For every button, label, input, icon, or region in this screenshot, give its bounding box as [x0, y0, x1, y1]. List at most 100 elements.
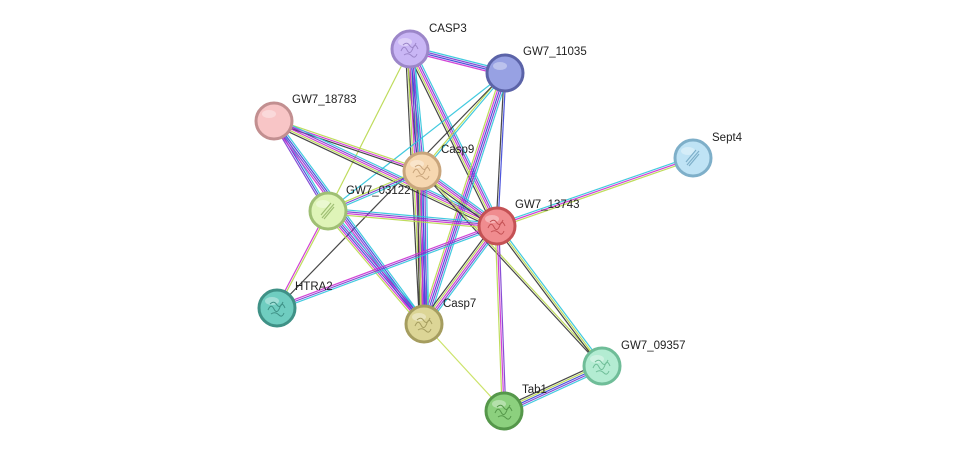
node-highlight: [265, 297, 279, 305]
edge-line-black: [495, 72, 505, 226]
edge-line-purple: [498, 225, 507, 411]
node-label: CASP3: [429, 23, 467, 35]
edge-casp9-gw7-09357[interactable]: [420, 169, 604, 368]
helix-structure-icon: [685, 149, 700, 167]
edge-line-magenta: [276, 223, 497, 307]
edge-line-purple: [411, 47, 500, 226]
node-casp9[interactable]: Casp9: [402, 144, 474, 191]
edge-line-blue: [497, 73, 507, 227]
edge-casp9-casp7[interactable]: [416, 170, 430, 325]
node-label: GW7_18783: [292, 94, 357, 106]
edge-line-cyan: [425, 170, 430, 324]
node-highlight: [590, 355, 604, 363]
edge-line-lightgreen: [423, 323, 505, 412]
edge-line-black: [416, 171, 421, 325]
edge-line-green: [494, 226, 503, 412]
edge-line-black: [276, 72, 506, 309]
node-label: GW7_03122: [346, 185, 411, 197]
edge-line-green: [327, 48, 411, 212]
node-label: Casp9: [441, 144, 474, 156]
protein-structure-icon: [494, 404, 513, 420]
node-gw7-11035[interactable]: GW7_11035: [485, 46, 587, 93]
edge-line-green: [422, 224, 497, 324]
edge-line-magenta: [420, 171, 424, 325]
node-label: HTRA2: [295, 281, 333, 293]
edge-line-black: [495, 226, 602, 368]
node-circle: [402, 151, 442, 191]
edge-gw7-03122-casp7[interactable]: [324, 208, 428, 327]
edge-gw7-11035-gw7-13743[interactable]: [495, 72, 507, 227]
edge-line-green: [274, 118, 423, 170]
edge-line-magenta: [273, 120, 498, 227]
node-circle: [257, 288, 297, 328]
protein-structure-icon: [267, 301, 286, 317]
edge-gw7-13743-tab1[interactable]: [494, 225, 507, 412]
edge-gw7-13743-gw7-09357[interactable]: [495, 224, 604, 368]
node-highlight: [493, 62, 507, 70]
node-circle: [404, 304, 444, 344]
node-tab1[interactable]: Tab1: [484, 384, 547, 431]
node-circle: [477, 206, 517, 246]
edge-line-cyan: [328, 207, 498, 224]
edge-casp7-tab1[interactable]: [423, 323, 505, 412]
node-casp7[interactable]: Casp7: [404, 298, 476, 344]
protein-structure-icon: [414, 317, 433, 333]
edge-line-magenta: [326, 211, 424, 326]
node-highlight: [316, 200, 330, 208]
edge-gw7-18783-gw7-13743[interactable]: [272, 117, 499, 230]
node-gw7-18783[interactable]: GW7_18783: [254, 94, 357, 141]
edge-line-purple: [276, 225, 498, 309]
edge-line-cyan: [497, 224, 604, 366]
node-circle: [582, 346, 622, 386]
edge-line-magenta: [496, 157, 694, 227]
edge-line-purple: [328, 209, 498, 226]
edge-gw7-11035-htra2[interactable]: [276, 72, 506, 309]
edge-casp3-gw7-03122[interactable]: [327, 48, 411, 212]
edge-line-black: [420, 171, 602, 368]
edge-gw7-11035-gw7-03122[interactable]: [327, 72, 506, 212]
edge-line-cyan: [496, 155, 693, 225]
helix-structure-icon: [320, 202, 335, 220]
node-gw7-03122[interactable]: GW7_03122: [308, 185, 411, 231]
edge-line-magenta: [423, 225, 498, 325]
node-htra2[interactable]: HTRA2: [257, 281, 333, 328]
edge-line-green: [497, 159, 694, 229]
edge-line-cyan: [275, 119, 427, 323]
node-label: Tab1: [522, 384, 547, 396]
node-circle: [390, 29, 430, 69]
edge-line-blue: [423, 72, 506, 325]
node-highlight: [681, 147, 695, 155]
protein-structure-icon: [412, 164, 431, 180]
edge-line-cyan: [277, 227, 498, 311]
node-circle: [485, 53, 525, 93]
edge-line-black: [273, 122, 422, 174]
edge-line-blue: [422, 170, 426, 324]
node-gw7-13743[interactable]: GW7_13743: [477, 199, 580, 246]
protein-structure-icon: [400, 42, 419, 58]
edge-line-green: [327, 213, 497, 230]
node-gw7-09357[interactable]: GW7_09357: [582, 340, 686, 386]
edge-line-cyan: [327, 72, 506, 212]
edge-line-purple: [424, 226, 499, 326]
node-casp3[interactable]: CASP3: [390, 23, 467, 69]
edge-sept4-gw7-13743[interactable]: [496, 155, 694, 229]
edge-line-purple: [328, 209, 426, 324]
protein-structure-icon: [487, 219, 506, 235]
edge-line-magenta: [409, 48, 498, 227]
edge-gw7-03122-gw7-13743[interactable]: [327, 207, 498, 230]
edge-gw7-18783-casp7[interactable]: [271, 119, 427, 326]
edge-gw7-13743-htra2[interactable]: [276, 223, 498, 311]
node-sept4[interactable]: Sept4: [673, 132, 743, 178]
node-circle: [484, 391, 524, 431]
edge-gw7-13743-casp7[interactable]: [420, 223, 501, 327]
node-label: GW7_11035: [523, 46, 587, 58]
edge-layer: [271, 45, 694, 415]
edge-line-magenta: [273, 120, 423, 172]
edge-gw7-18783-casp9[interactable]: [273, 118, 423, 174]
edge-line-green: [418, 171, 422, 325]
node-highlight: [412, 313, 426, 321]
node-highlight: [492, 400, 506, 408]
edge-line-purple: [274, 118, 499, 225]
edge-line-magenta: [496, 225, 505, 412]
